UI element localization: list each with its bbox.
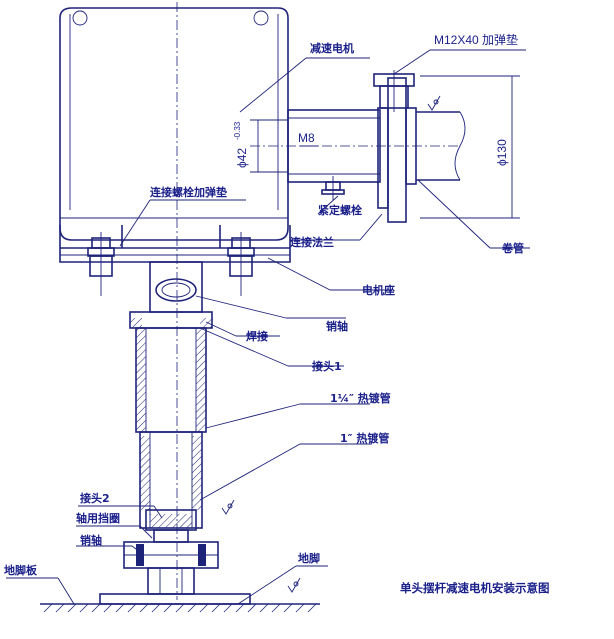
label-m8: M8 xyxy=(298,131,315,145)
label-joint1: 接头1 xyxy=(312,359,342,373)
galvanized-pipe-large xyxy=(135,327,207,433)
output-shaft-assembly xyxy=(250,70,466,223)
label-shaft-retainer: 轴用挡圈 xyxy=(76,511,120,525)
label-galv-pipe-big: 1¼″ 热镀管 xyxy=(330,391,391,405)
label-motor-base: 电机座 xyxy=(362,283,395,297)
label-pin-shaft-bottom: 销轴 xyxy=(80,533,102,547)
label-dia42-tolerance: -0.33 xyxy=(233,121,242,140)
joint-2 xyxy=(145,509,197,543)
label-set-screw: 紧定螺栓 xyxy=(318,203,362,217)
label-pin-shaft-top: 销轴 xyxy=(326,319,348,333)
dimension-lines xyxy=(250,75,520,219)
anchor-foot xyxy=(40,593,320,613)
motor-base xyxy=(59,225,291,296)
label-connect-bolt-washer: 连接螺栓加弹垫 xyxy=(150,185,227,199)
upper-coupling xyxy=(149,261,203,313)
label-dia42: ϕ42 xyxy=(235,148,249,168)
label-dia130: ϕ130 xyxy=(495,139,509,166)
label-gear-motor: 减速电机 xyxy=(310,41,354,55)
diagram-title: 单头摆杆减速电机安装示意图 xyxy=(400,581,550,595)
label-galv-pipe-small: 1″ 热镀管 xyxy=(340,431,389,445)
surface-finish-symbols xyxy=(221,95,441,593)
galvanized-pipe-small xyxy=(139,431,203,529)
joint-1 xyxy=(129,311,213,329)
lower-pin-assembly xyxy=(123,541,219,595)
gear-motor-body xyxy=(59,2,289,600)
label-bolt-washer-top: M12X40 加弹垫 xyxy=(434,32,518,47)
label-weld: 焊接 xyxy=(246,329,268,343)
label-roll-tube: 卷管 xyxy=(501,241,524,255)
label-joint2: 接头2 xyxy=(80,491,110,505)
label-connect-flange: 连接法兰 xyxy=(290,235,334,249)
label-anchor: 地脚 xyxy=(298,551,320,565)
label-anchor-plate: 地脚板 xyxy=(4,563,38,577)
leader-lines xyxy=(6,49,530,605)
